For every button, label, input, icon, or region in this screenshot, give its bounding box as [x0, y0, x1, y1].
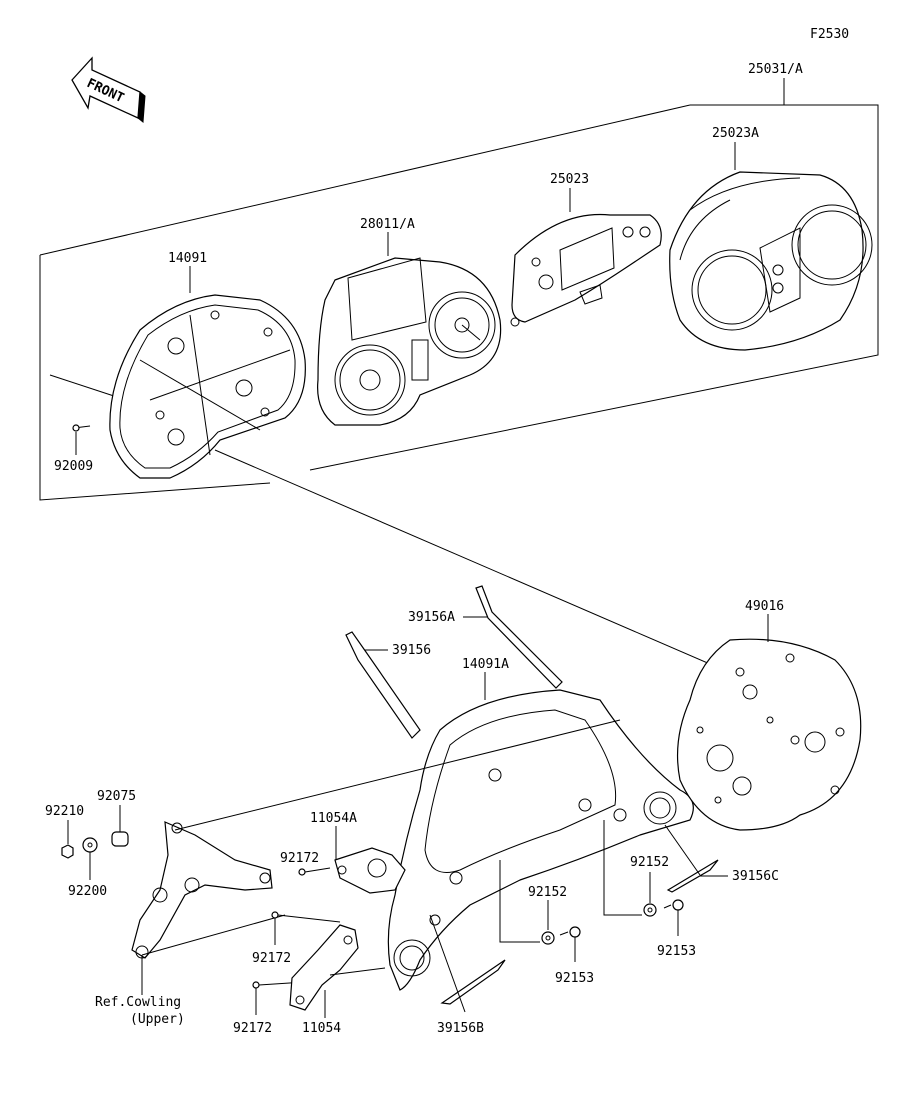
bracket-11054 — [289, 924, 359, 1011]
label-14091: 14091 — [168, 251, 207, 266]
label-92153-left: 92153 — [555, 971, 594, 986]
meter-housing-14091 — [109, 294, 306, 479]
cover-plate-49016 — [676, 638, 862, 831]
trim-39156C — [666, 859, 719, 893]
assembly-box — [39, 78, 879, 501]
label-25023: 25023 — [550, 172, 589, 187]
label-92210: 92210 — [45, 804, 84, 819]
label-14091A: 14091A — [462, 657, 509, 672]
figure-code: F2530 — [810, 27, 849, 42]
screw-92172-middle — [271, 911, 341, 945]
label-92009: 92009 — [54, 459, 93, 474]
nut-92210 — [61, 820, 74, 859]
label-92152-right: 92152 — [630, 855, 669, 870]
screw-92153-right — [663, 899, 684, 936]
label-92172-bottom: 92172 — [233, 1021, 272, 1036]
trim-39156A — [475, 585, 563, 689]
label-39156B: 39156B — [437, 1021, 484, 1036]
label-28011A: 28011/A — [360, 217, 415, 232]
label-92172-middle: 92172 — [252, 951, 291, 966]
label-ref-cowling: Ref.Cowling — [95, 995, 181, 1010]
meter-panel-25023 — [510, 213, 662, 327]
label-92153-right: 92153 — [657, 944, 696, 959]
washer-92152-left — [541, 900, 555, 945]
screw-92153-left — [559, 926, 581, 962]
label-39156A: 39156A — [408, 610, 455, 625]
label-11054A: 11054A — [310, 811, 357, 826]
label-ref-upper: (Upper) — [130, 1012, 185, 1027]
meter-panel-14091A — [387, 689, 694, 991]
trim-39156B — [440, 959, 506, 1005]
grommet-92075 — [111, 805, 129, 847]
screw-92009 — [72, 424, 91, 455]
screw-92172-top — [298, 867, 331, 876]
trim-39156 — [345, 631, 421, 739]
washer-92152-right — [643, 872, 657, 917]
meter-unit-28011A — [317, 257, 502, 426]
meter-cover-25023A — [669, 171, 873, 351]
label-25031A: 25031/A — [748, 62, 803, 77]
front-arrow-icon: FRONT — [71, 56, 146, 123]
washer-92200 — [82, 837, 98, 880]
label-92172-top: 92172 — [280, 851, 319, 866]
label-49016: 49016 — [745, 599, 784, 614]
label-92152-left: 92152 — [528, 885, 567, 900]
label-39156C: 39156C — [732, 869, 779, 884]
label-25023A: 25023A — [712, 126, 759, 141]
label-39156: 39156 — [392, 643, 431, 658]
bracket-11054A — [334, 847, 406, 894]
bracket-left — [131, 821, 273, 959]
label-92075: 92075 — [97, 789, 136, 804]
label-11054: 11054 — [302, 1021, 341, 1036]
label-92200: 92200 — [68, 884, 107, 899]
